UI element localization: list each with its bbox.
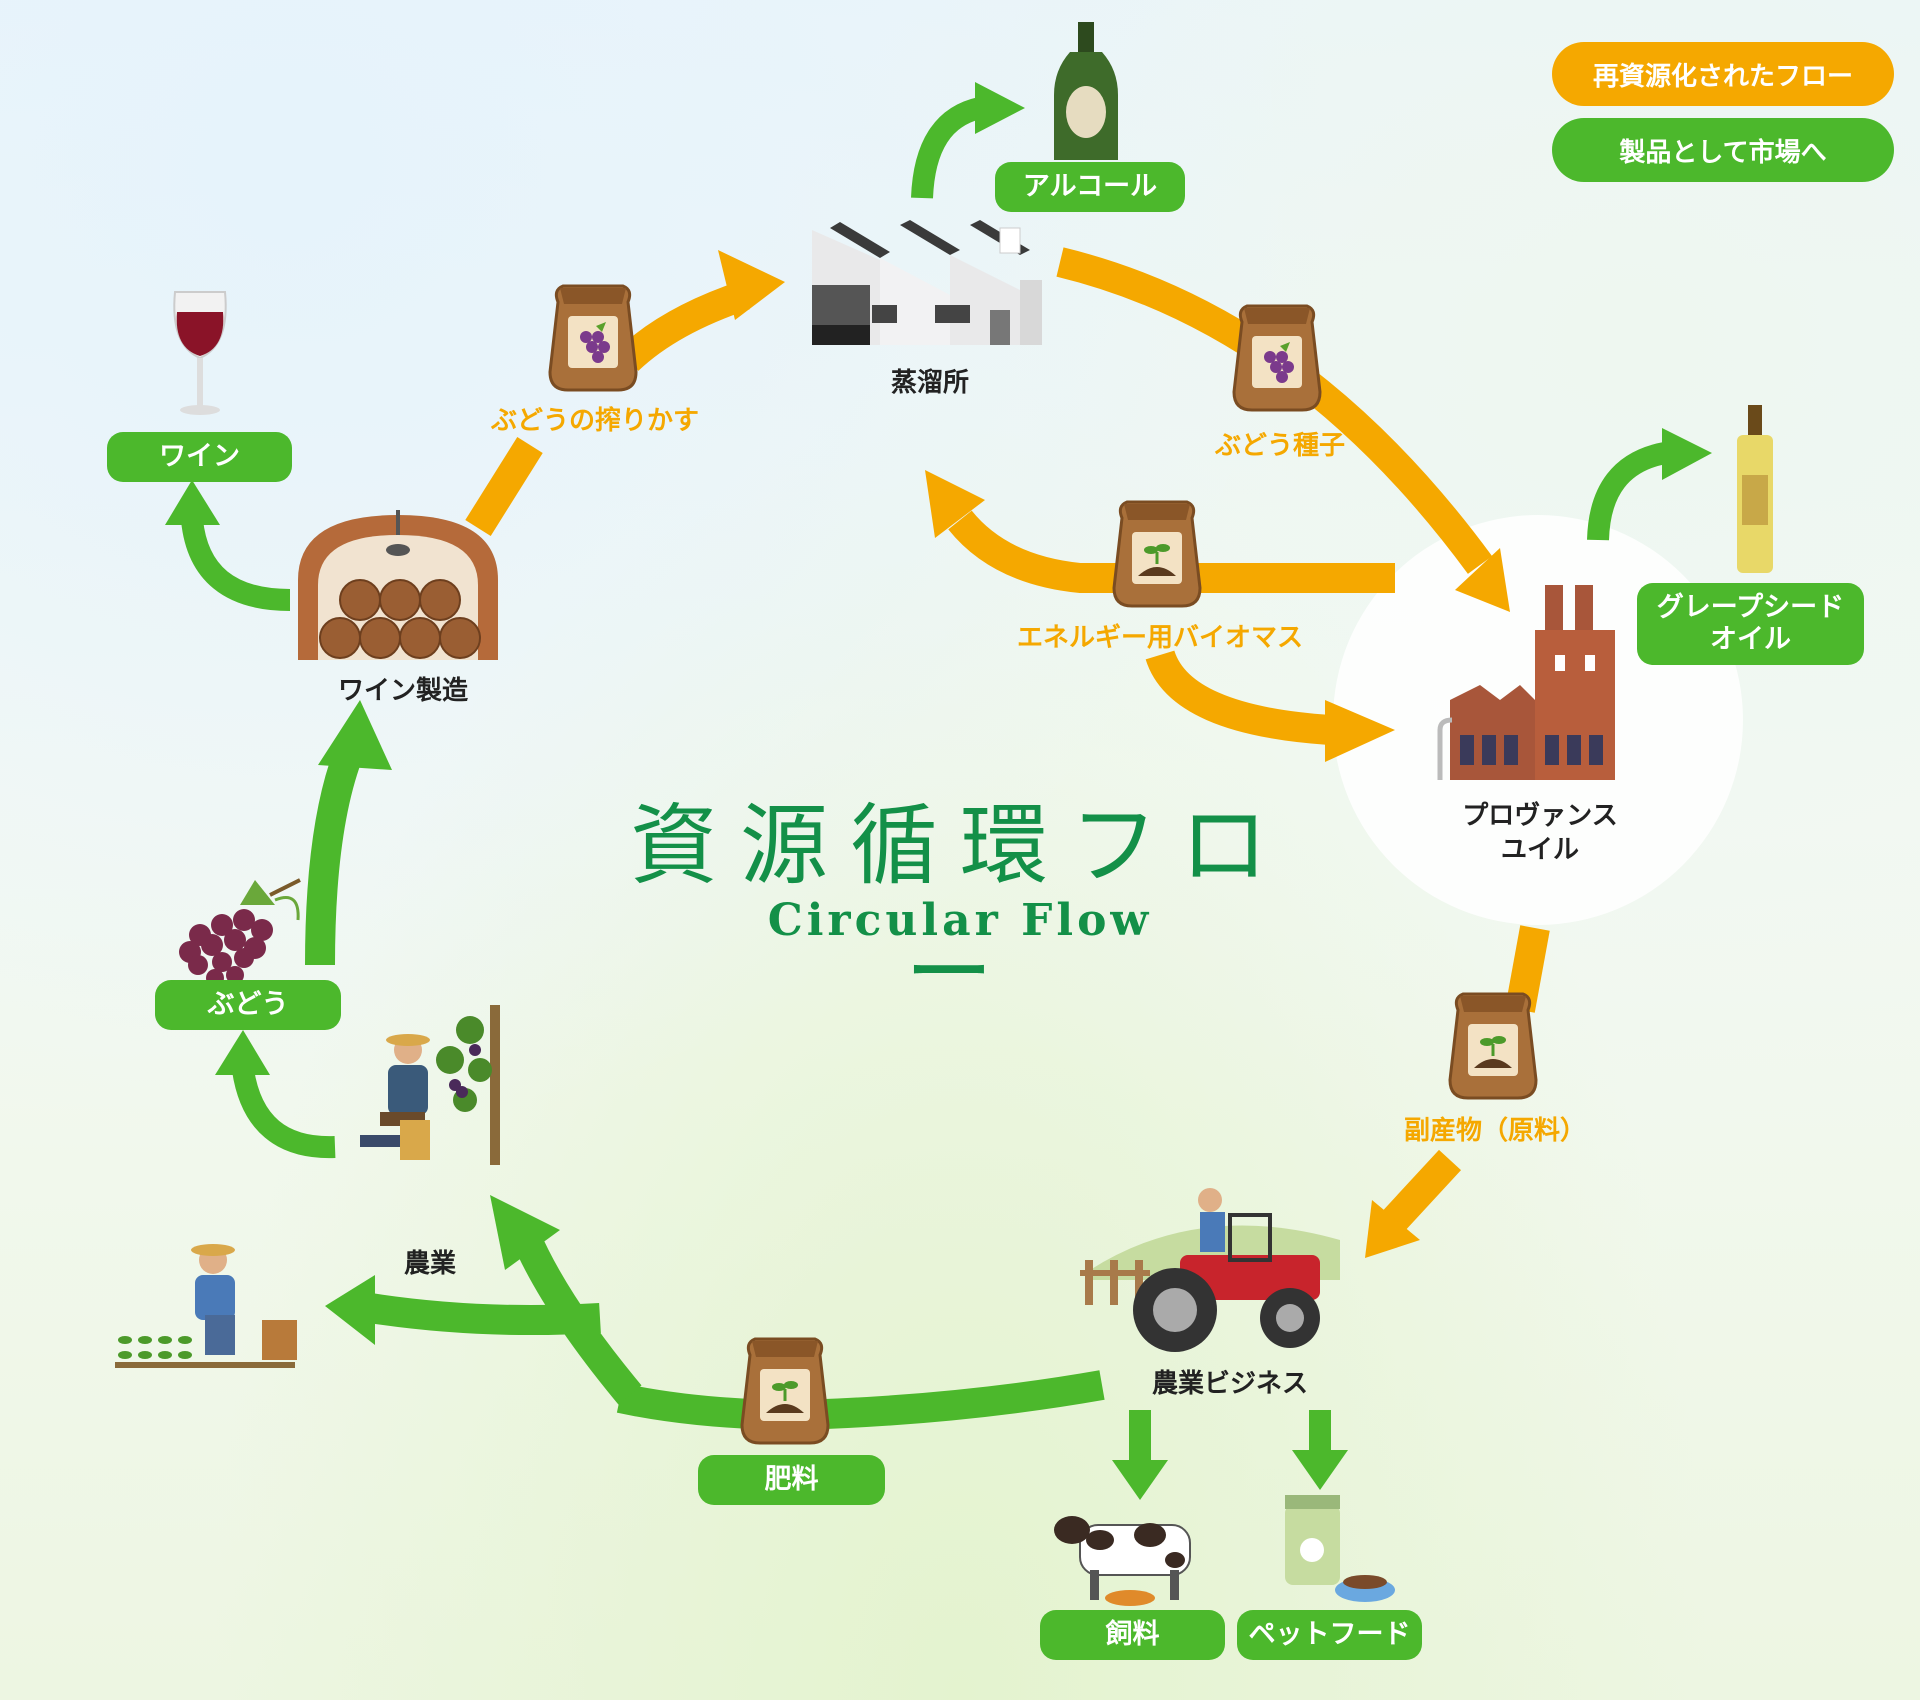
node-agriculture: 農業	[403, 1249, 456, 1279]
legend-market-flow: 製品として市場へ	[1552, 118, 1894, 182]
product-pet-food: ペットフード	[1237, 1610, 1422, 1660]
provence-factory-icon	[1437, 585, 1615, 780]
tractor-icon	[1080, 1188, 1340, 1352]
product-grape-seed-oil: グレープシード オイル	[1637, 583, 1864, 665]
node-provence-huile: プロヴァンス ユイル	[1462, 801, 1618, 865]
arrow-agribusiness-to-fertilizer	[616, 1370, 1105, 1431]
biomass-sack-icon	[1112, 500, 1202, 608]
cow-icon	[1054, 1516, 1191, 1606]
arrow-biomass-to-distillery	[948, 510, 1395, 593]
product-wine: ワイン	[107, 432, 292, 482]
grapes-icon	[179, 878, 301, 987]
wine-cellar-icon	[298, 510, 498, 660]
arrow-farm-to-grapes	[232, 1068, 336, 1159]
pet-food-icon	[1285, 1495, 1395, 1602]
distillery-factory-icon	[812, 220, 1042, 345]
arrow-byproduct-to-agribusiness	[1378, 1149, 1462, 1236]
node-wine-making: ワイン製造	[337, 676, 468, 706]
product-grapes: ぶどう	[155, 980, 341, 1030]
seeds-sack-icon	[1232, 304, 1322, 412]
byproduct-sack-icon	[1448, 992, 1538, 1100]
pomace-sack-icon	[548, 284, 638, 392]
diagram-subtitle: Circular Flow	[767, 895, 1153, 946]
farmer-planting-icon	[115, 1244, 297, 1368]
vineyard-farmer-icon	[360, 1005, 500, 1165]
diagram-title: 資源循環フロー	[629, 794, 1290, 1024]
product-feed: 飼料	[1040, 1610, 1225, 1660]
arrow-provence-to-oil	[1587, 442, 1668, 541]
wine-glass-icon	[173, 291, 227, 415]
product-alcohol: アルコール	[995, 162, 1185, 212]
legend-market-label: 製品として市場へ	[1619, 137, 1827, 168]
arrow-grapes-to-winemaking	[305, 739, 366, 966]
arrow-winemaking-to-wine	[181, 518, 291, 611]
arrow-biomass-to-provence	[1145, 649, 1332, 745]
oil-bottle-icon	[1737, 405, 1773, 573]
legend-recycled-label: 再資源化されたフロー	[1592, 61, 1853, 92]
fertilizer-sack-icon	[740, 1337, 830, 1445]
node-distillery: 蒸溜所	[890, 368, 969, 398]
arrow-wine-to-distillery	[465, 437, 543, 536]
flow-label-seeds: ぶどう種子	[1214, 431, 1345, 461]
arrow-distillery-to-alcohol	[911, 97, 983, 199]
flow-label-pomace: ぶどうの搾りかす	[490, 406, 699, 436]
legend-recycled-flow: 再資源化されたフロー	[1552, 42, 1894, 106]
alcohol-bottle-icon	[1054, 22, 1118, 160]
flow-label-biomass: エネルギー用バイオマス	[1016, 623, 1303, 653]
node-agri-business: 農業ビジネス	[1151, 1369, 1308, 1399]
product-fertilizer: 肥料	[698, 1455, 885, 1505]
flow-label-byproduct: 副産物（原料）	[1403, 1116, 1586, 1146]
